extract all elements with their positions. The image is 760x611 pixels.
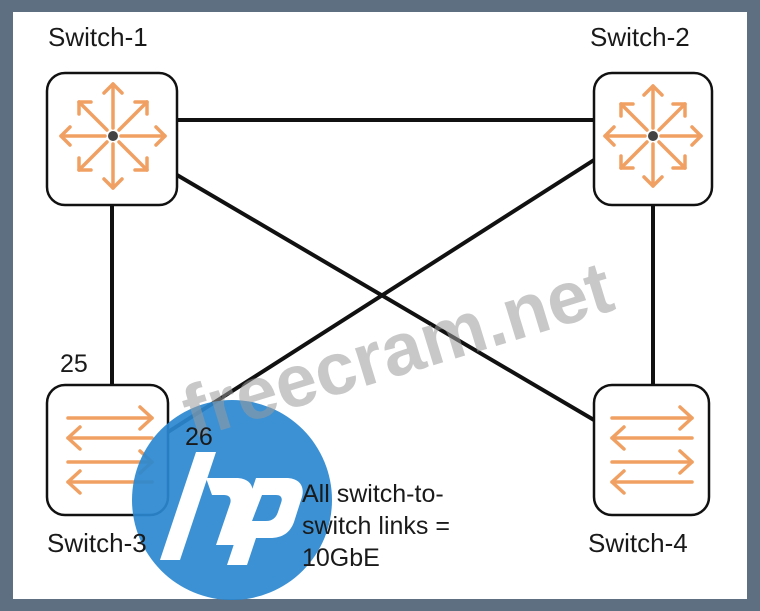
note-line-1: All switch-to- — [302, 480, 444, 508]
switch-1[interactable] — [45, 71, 179, 207]
link-switch1-switch4 — [175, 173, 596, 422]
switch-4[interactable] — [592, 383, 711, 517]
note-line-3: 10GbE — [302, 544, 380, 572]
switch-4-label: Switch-4 — [588, 528, 688, 558]
layer2-switch-icon — [610, 405, 694, 495]
watermark-text: freecram.net — [173, 245, 622, 454]
routing-switch-icon — [59, 82, 167, 190]
note-line-2: switch links = — [302, 512, 450, 540]
hp-logo-icon — [132, 400, 332, 600]
port-26-label: 26 — [185, 423, 213, 451]
link-switch2-switch3 — [166, 158, 596, 434]
routing-switch-icon — [603, 84, 703, 188]
switch-1-label: Switch-1 — [48, 22, 148, 52]
switch-2[interactable] — [592, 71, 714, 207]
port-25-label: 25 — [60, 350, 88, 378]
switch-3-label: Switch-3 — [47, 528, 147, 558]
switch-2-label: Switch-2 — [590, 22, 690, 52]
links — [110, 118, 655, 434]
speed-note: All switch-to- switch links = 10GbE — [302, 478, 450, 574]
